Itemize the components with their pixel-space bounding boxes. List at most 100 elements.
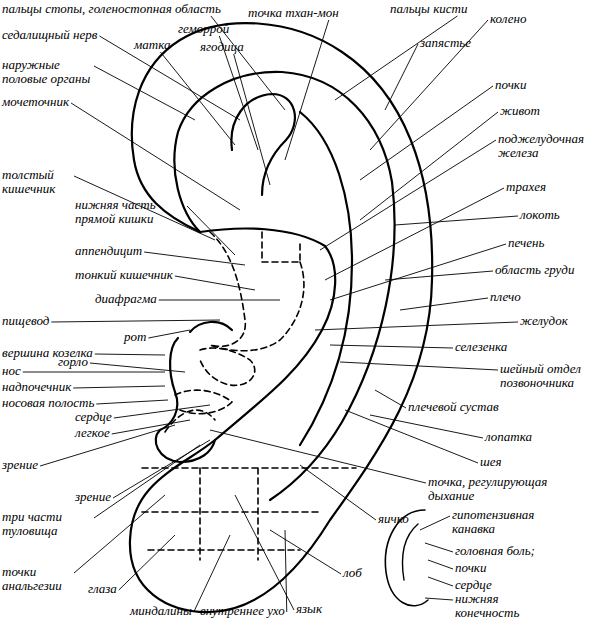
organ-label: нос — [2, 364, 21, 378]
organ-label: гипотензивная канавка — [452, 508, 552, 536]
antitragus — [190, 322, 232, 332]
organ-label: лопатка — [485, 430, 532, 444]
organ-label: сердце — [75, 410, 112, 424]
leader-line — [210, 430, 426, 483]
organ-label: внутреннее ухо — [200, 604, 285, 618]
organ-label: точки анальгезии — [2, 565, 72, 593]
organ-label: три части туловища — [2, 510, 92, 538]
organ-label: мочеточник — [2, 95, 69, 109]
zone-border — [165, 410, 215, 432]
organ-label: точка тхан-мон — [248, 6, 339, 20]
leader-line — [159, 300, 280, 301]
leader-line — [345, 410, 478, 463]
leader-line — [234, 54, 270, 185]
organ-label: желудок — [520, 314, 568, 328]
leader-line — [51, 320, 220, 322]
leader-line — [119, 535, 175, 590]
organ-label: запястье — [420, 36, 471, 50]
leader-line — [90, 363, 185, 372]
organ-label: зрение — [75, 490, 111, 504]
helix-inner — [174, 72, 394, 500]
organ-label: ягодица — [200, 40, 244, 54]
leader-line — [360, 86, 493, 180]
organ-label: надпочечник — [2, 380, 71, 394]
organ-label: пальцы кисти — [390, 2, 467, 16]
leader-line — [340, 362, 498, 370]
zone-border — [200, 348, 255, 385]
leader-line — [370, 20, 488, 150]
organ-label: язык — [296, 602, 322, 616]
antihelix — [300, 112, 352, 445]
organ-label: живот — [500, 104, 540, 118]
organ-label: область груди — [495, 263, 574, 277]
organ-label: толстый кишечник — [2, 168, 72, 196]
leader-line — [395, 216, 518, 225]
organ-label: колено — [490, 12, 526, 26]
small-ear-inner — [403, 524, 418, 580]
leader-line — [428, 577, 453, 586]
leader-line — [420, 516, 450, 530]
organ-label: печень — [508, 236, 544, 250]
leader-line — [160, 52, 235, 145]
organ-label: трахея — [506, 180, 546, 194]
organ-label: глаза — [88, 582, 117, 596]
organ-label: нижняя конечность — [455, 592, 530, 620]
leader-line — [175, 276, 255, 290]
organ-label: наружные половые органы — [2, 58, 92, 86]
organ-label: рот — [124, 330, 146, 344]
leader-line — [74, 176, 215, 240]
concha-rim — [200, 229, 335, 440]
leader-line — [385, 44, 418, 110]
organ-label: точка, регулирующая дыхание — [428, 475, 558, 503]
leader-line — [320, 140, 496, 250]
organ-label: легкое — [75, 426, 110, 440]
zone-border — [262, 232, 300, 262]
organ-label: шейный отдел позвоночника — [500, 362, 591, 390]
zone-border — [175, 390, 232, 414]
leader-line — [113, 440, 210, 498]
organ-label: зрение — [2, 458, 38, 472]
leader-line — [74, 495, 165, 573]
organ-label: поджелудочная железа — [498, 132, 591, 160]
organ-label: диафрагма — [95, 292, 157, 306]
organ-label: почки — [495, 78, 526, 92]
organ-label: седалищный нерв — [2, 28, 97, 42]
organ-label: головная боль; — [455, 544, 535, 558]
leader-line — [375, 390, 406, 408]
leader-line — [400, 298, 488, 310]
leader-line — [23, 372, 165, 373]
organ-label: локоть — [520, 208, 560, 222]
leader-line — [425, 543, 453, 552]
leader-line — [194, 535, 230, 612]
leader-line — [148, 330, 190, 338]
leader-line — [385, 271, 493, 280]
organ-label: плечевой сустав — [408, 400, 499, 414]
organ-label: сердце — [455, 578, 492, 592]
zone-border — [210, 232, 245, 346]
organ-label: шея — [480, 455, 502, 469]
organ-label: лоб — [343, 566, 362, 580]
organ-label: пальцы стопы, голеностопная область — [2, 2, 221, 16]
leader-line — [144, 252, 245, 265]
leader-line — [270, 530, 341, 574]
leader-line — [315, 322, 518, 330]
organ-label: нижняя часть прямой кишки — [75, 198, 185, 226]
organ-label: плечо — [490, 290, 521, 304]
leader-line — [95, 354, 165, 355]
leader-line — [114, 405, 210, 418]
organ-label: тонкий кишечник — [75, 268, 173, 282]
organ-label: горло — [58, 355, 88, 369]
leader-line — [96, 400, 168, 404]
fossa — [231, 94, 295, 195]
leader-line — [40, 425, 175, 466]
leader-line — [285, 20, 329, 160]
organ-label: геморрой — [178, 22, 229, 36]
leader-line — [428, 560, 453, 569]
organ-label: носовая полость — [2, 396, 94, 410]
organ-label: селезенка — [455, 340, 507, 354]
zone-border — [210, 262, 304, 351]
leader-line — [73, 386, 165, 388]
